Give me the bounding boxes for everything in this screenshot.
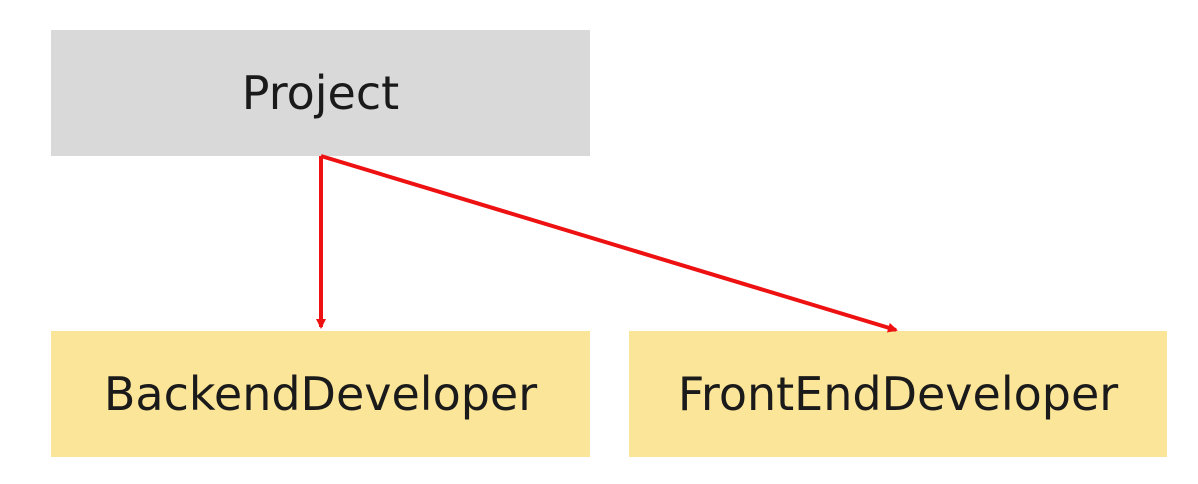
project-label: Project <box>241 66 400 120</box>
edge-project-to-frontend <box>320 154 898 333</box>
frontend-developer-label: FrontEndDeveloper <box>677 367 1119 421</box>
backend-developer-label: BackendDeveloper <box>103 367 538 421</box>
project-node: Project <box>51 30 590 156</box>
frontend-developer-node: FrontEndDeveloper <box>629 331 1167 457</box>
backend-developer-node: BackendDeveloper <box>51 331 590 457</box>
